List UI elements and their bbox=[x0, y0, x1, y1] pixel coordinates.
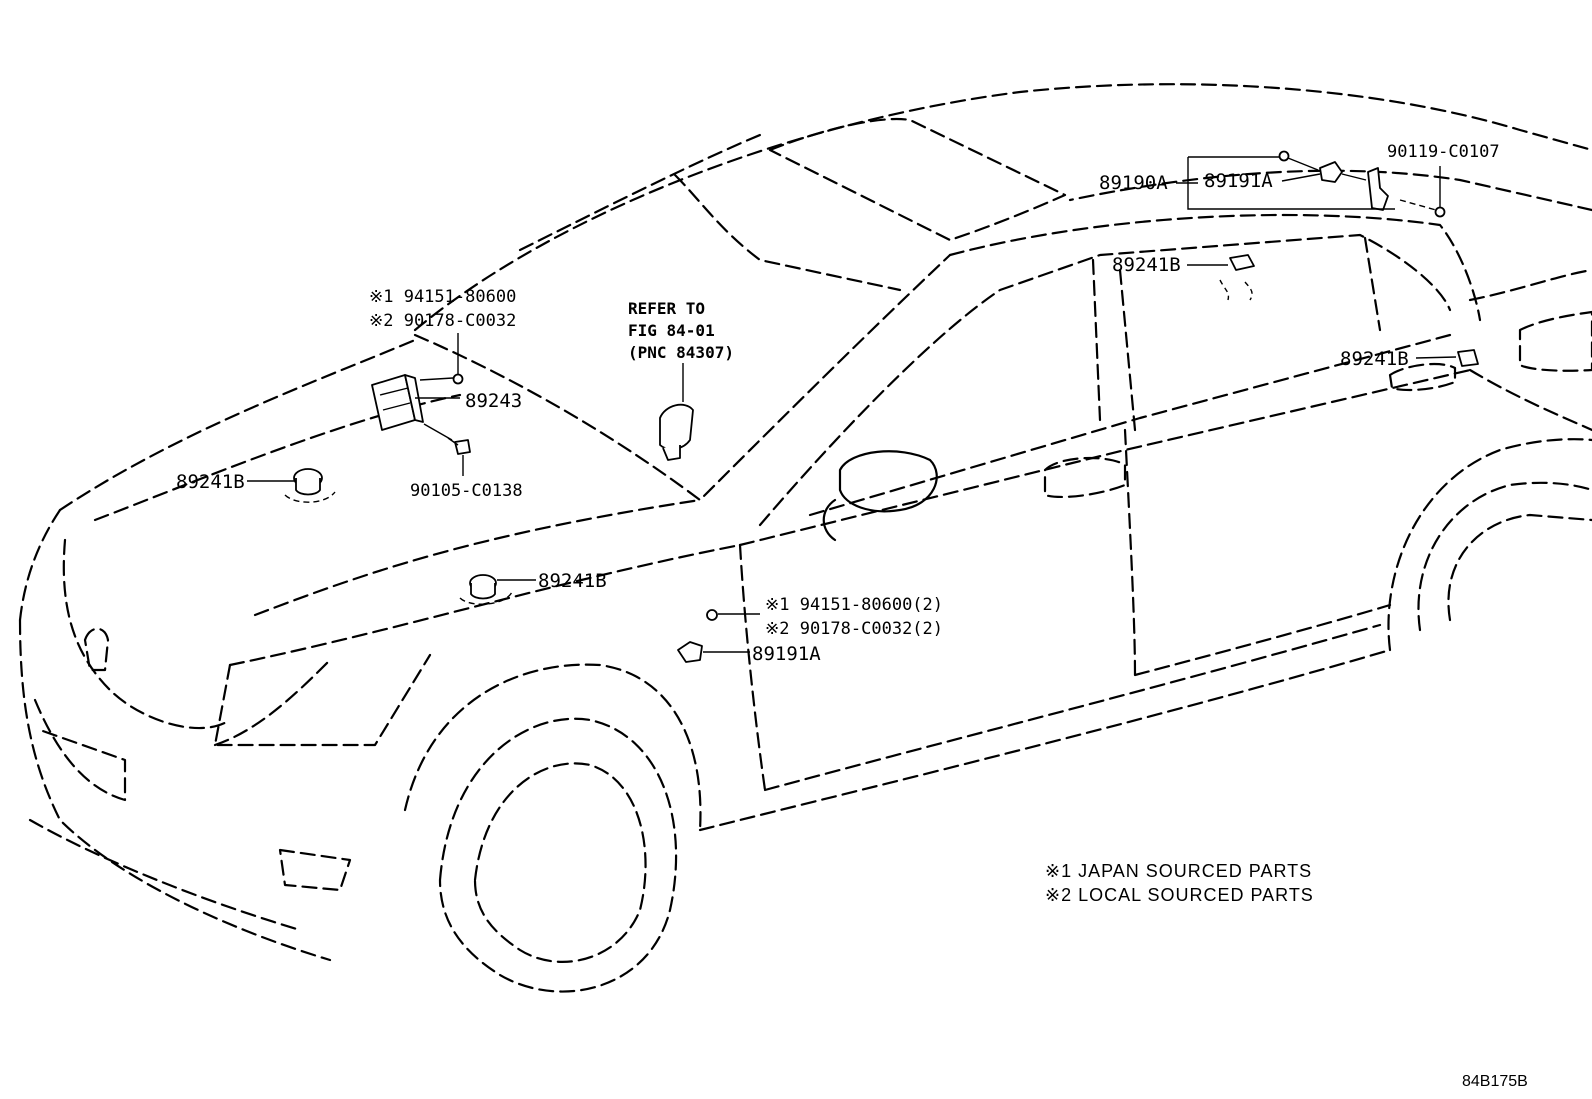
nut-icon bbox=[452, 373, 464, 385]
label-nut-door-jp: ※1 94151-80600(2) bbox=[765, 595, 943, 615]
labels: ※1 94151-80600 ※2 90178-C0032 89243 9010… bbox=[176, 142, 1528, 1090]
label-89241b-front: 89241B bbox=[538, 570, 607, 592]
sensor-89241b-rear-door-icon bbox=[1457, 349, 1479, 367]
footnote-local: ※2 LOCAL SOURCED PARTS bbox=[1045, 885, 1314, 905]
label-nut-local: ※2 90178-C0032 bbox=[369, 311, 516, 331]
label-89241b-rear-door: 89241B bbox=[1340, 348, 1409, 370]
label-89191a-roof: 89191A bbox=[1204, 170, 1273, 192]
label-90119: 90119-C0107 bbox=[1387, 142, 1500, 162]
label-refer-3: (PNC 84307) bbox=[628, 343, 734, 362]
label-89190a: 89190A bbox=[1099, 172, 1168, 194]
leader-lines bbox=[247, 156, 1457, 653]
label-89241b-rear-window: 89241B bbox=[1112, 254, 1181, 276]
door-handle-rear bbox=[1388, 362, 1457, 392]
bracket-icon bbox=[1367, 167, 1389, 211]
nut-door-icon bbox=[706, 609, 718, 621]
sensor-89191a-door-icon bbox=[677, 641, 703, 663]
label-89243: 89243 bbox=[465, 390, 522, 412]
sensor-89241b-rear-window-icon bbox=[1219, 254, 1255, 301]
sensor-89241b-front-icon bbox=[459, 574, 513, 605]
sensor-89191a-roof-icon bbox=[1319, 161, 1343, 183]
door-handle-front bbox=[1043, 457, 1127, 499]
car-outline bbox=[18, 83, 1592, 993]
label-90105: 90105-C0138 bbox=[410, 481, 523, 501]
label-nut-jp: ※1 94151-80600 bbox=[369, 287, 516, 307]
label-89191a-door: 89191A bbox=[752, 643, 821, 665]
ecu-89243-icon bbox=[371, 374, 424, 431]
steering-sensor-icon bbox=[659, 403, 694, 461]
sensor-89241b-hood-icon bbox=[284, 468, 336, 503]
figure-code: 84B175B bbox=[1462, 1073, 1528, 1090]
bolt-icon bbox=[447, 437, 471, 455]
nut-roof-icon bbox=[1278, 150, 1290, 162]
label-refer-2: FIG 84-01 bbox=[628, 321, 715, 340]
footnote-japan: ※1 JAPAN SOURCED PARTS bbox=[1045, 861, 1312, 881]
label-refer-1: REFER TO bbox=[628, 299, 705, 318]
label-89241b-hood: 89241B bbox=[176, 471, 245, 493]
side-mirror bbox=[822, 450, 938, 542]
bolt-roof-icon bbox=[1434, 206, 1446, 218]
label-nut-door-local: ※2 90178-C0032(2) bbox=[765, 619, 943, 639]
